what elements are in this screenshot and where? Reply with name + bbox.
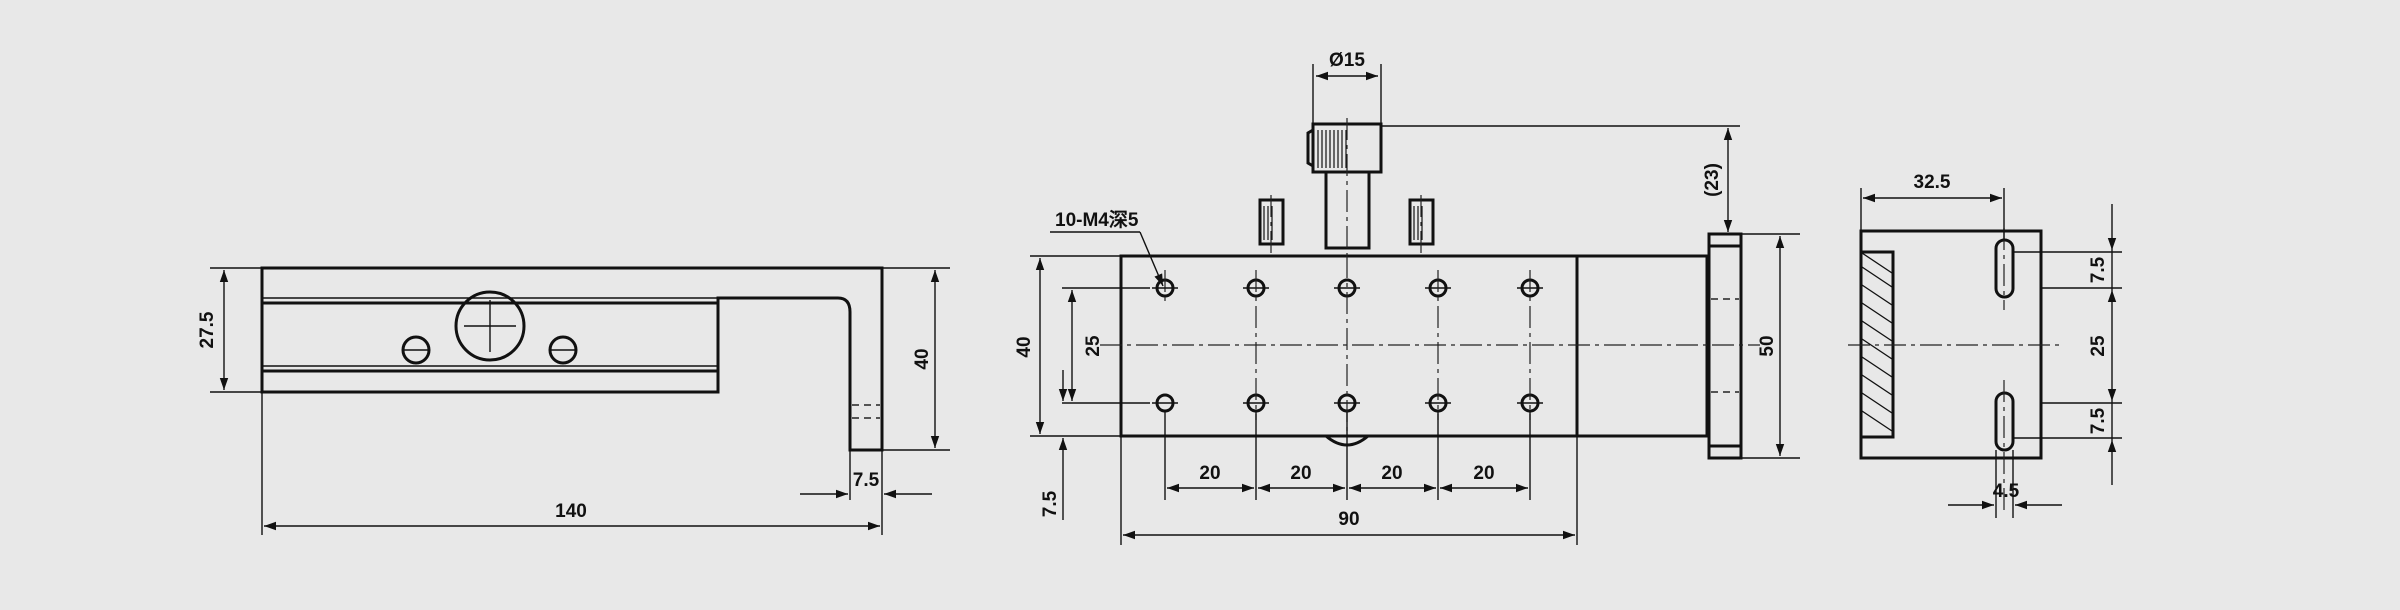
dim-20: 20 <box>1381 463 1402 484</box>
threaded-holes <box>1152 256 1543 436</box>
dim-20: 20 <box>1473 463 1494 484</box>
dim-diameter-15: Ø15 <box>1329 50 1365 71</box>
micrometer-spindle <box>1306 118 1383 256</box>
hatching <box>1861 252 1893 432</box>
hole <box>1152 270 1178 306</box>
dim-140: 140 <box>555 501 587 522</box>
dim-7-5-front: 7.5 <box>1040 490 1061 517</box>
dim-32-5: 32.5 <box>1914 172 1951 193</box>
end-flange <box>1707 232 1743 460</box>
dim-90: 90 <box>1338 509 1359 530</box>
thread-callout: 10-M4深5 <box>1055 208 1139 231</box>
dim-23-ref: (23) <box>1702 163 1723 197</box>
dim-40-front: 40 <box>1014 336 1035 357</box>
dim-20: 20 <box>1199 463 1220 484</box>
dim-7-5-side: 7.5 <box>853 470 880 491</box>
pin-left <box>1258 195 1285 256</box>
slot-bottom <box>1994 380 2015 515</box>
dim-25-end: 25 <box>2088 335 2109 357</box>
dim-7-5-bottom: 7.5 <box>2088 407 2109 434</box>
dim-20: 20 <box>1290 463 1311 484</box>
slot-top <box>1994 228 2015 310</box>
dim-50: 50 <box>1757 335 1778 356</box>
end-view: 32.5 7.5 25 7.5 4.5 <box>1848 172 2122 518</box>
side-view: 27.5 40 7.5 140 <box>197 266 950 535</box>
extension-block <box>1575 254 1709 438</box>
dim-40-side: 40 <box>912 348 933 369</box>
dim-7-5-top: 7.5 <box>2088 256 2109 283</box>
dim-4-5: 4.5 <box>1993 481 2020 502</box>
main-plate <box>1119 254 1579 438</box>
pin-right <box>1408 195 1435 256</box>
front-view: 10-M4深5 Ø15 (23) 50 40 25 7.5 <box>1014 50 1800 545</box>
hole <box>1152 393 1178 413</box>
knob-circle <box>454 290 526 362</box>
screw-head-left <box>401 335 431 365</box>
screw-head-right <box>548 335 578 365</box>
dim-25-front: 25 <box>1083 335 1104 357</box>
dim-27-5: 27.5 <box>197 311 218 348</box>
